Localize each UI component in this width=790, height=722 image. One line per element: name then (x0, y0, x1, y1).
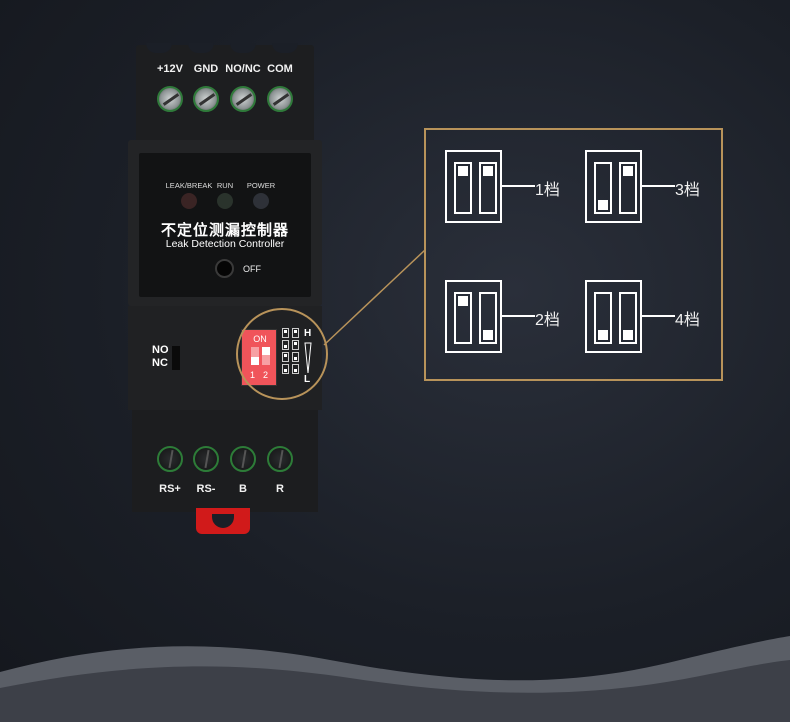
no-label: NO (152, 344, 169, 356)
nc-label: NC (152, 357, 168, 369)
din-rail-clip (196, 508, 250, 534)
connector-line (642, 315, 675, 317)
switch-slot (619, 292, 637, 344)
setting-label: 4档 (675, 312, 700, 329)
switch-slot (454, 162, 472, 214)
title-en: Leak Detection Controller (165, 238, 285, 250)
terminal-screw[interactable] (230, 446, 256, 472)
terminal-label: GND (193, 63, 219, 75)
terminal-screw[interactable] (230, 86, 256, 112)
terminal-screw[interactable] (193, 446, 219, 472)
led-label: POWER (246, 181, 276, 190)
off-button[interactable] (215, 259, 234, 278)
switch-slot (594, 292, 612, 344)
dip-setting-diagram (585, 280, 642, 353)
switch-slot (479, 162, 497, 214)
led-label: LEAK/BREAK (165, 181, 213, 190)
terminal-label: B (239, 483, 247, 495)
dip-setting-diagram (585, 150, 642, 223)
status-led (181, 193, 197, 209)
terminal-label: R (276, 483, 284, 495)
switch-slot (479, 292, 497, 344)
led-label: RUN (216, 181, 234, 190)
setting-label: 2档 (535, 312, 560, 329)
terminal-label: RS- (196, 483, 216, 495)
switch-slot (454, 292, 472, 344)
connector-line (502, 315, 535, 317)
dip-setting-diagram (445, 150, 502, 223)
terminal-screw[interactable] (193, 86, 219, 112)
terminal-label: +12V (157, 63, 183, 75)
status-led (253, 193, 269, 209)
no-nc-switch[interactable] (172, 346, 180, 370)
off-label: OFF (243, 264, 261, 274)
switch-slot (619, 162, 637, 214)
connector-line (502, 185, 535, 187)
terminal-label: COM (267, 63, 293, 75)
terminal-screw[interactable] (157, 86, 183, 112)
setting-label: 1档 (535, 182, 560, 199)
setting-label: 3档 (675, 182, 700, 199)
terminal-screw[interactable] (267, 86, 293, 112)
terminal-label: RS+ (159, 483, 181, 495)
title-cn: 不定位测漏控制器 (160, 222, 289, 239)
switch-slot (594, 162, 612, 214)
terminal-label: NO/NC (225, 63, 261, 75)
terminal-screw[interactable] (267, 446, 293, 472)
status-led (217, 193, 233, 209)
dip-setting-diagram (445, 280, 502, 353)
terminal-screw[interactable] (157, 446, 183, 472)
settings-callout (424, 128, 723, 381)
magnifier-circle (236, 308, 328, 400)
connector-line (642, 185, 675, 187)
